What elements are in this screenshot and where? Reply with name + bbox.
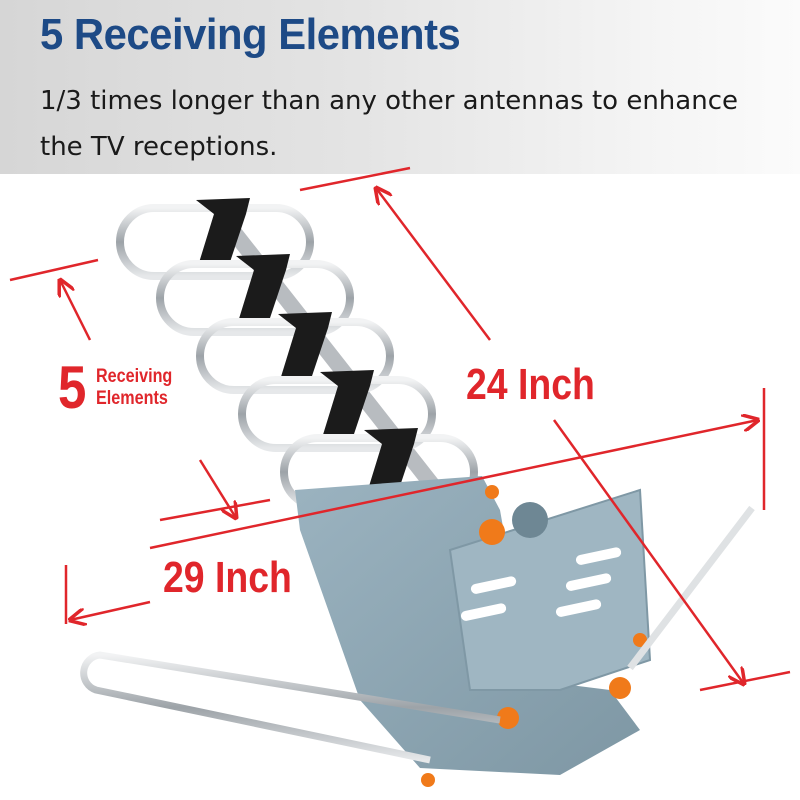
- elements-label-line2: Elements: [96, 388, 168, 409]
- elements-count-label: 5: [58, 354, 87, 421]
- receiving-element-4: [238, 370, 436, 452]
- elements-label-line1: Receiving: [96, 366, 173, 387]
- length-24-inch-label: 24 Inch: [466, 360, 595, 409]
- page-title: 5 Receiving Elements: [40, 10, 461, 59]
- receiving-element-2: [156, 254, 354, 336]
- receiving-elements: [116, 198, 478, 510]
- length-29-inch-label: 29 Inch: [163, 553, 292, 602]
- page-subtitle: 1/3 times longer than any other antennas…: [40, 86, 738, 162]
- receiving-element-1: [116, 198, 314, 280]
- director-rod: [80, 505, 755, 764]
- elements-text-label: Receiving Elements: [96, 366, 172, 410]
- receiving-element-3: [196, 312, 394, 394]
- header-banner: 5 Receiving Elements 1/3 times longer th…: [0, 0, 800, 174]
- dimension-lines: [9, 166, 791, 692]
